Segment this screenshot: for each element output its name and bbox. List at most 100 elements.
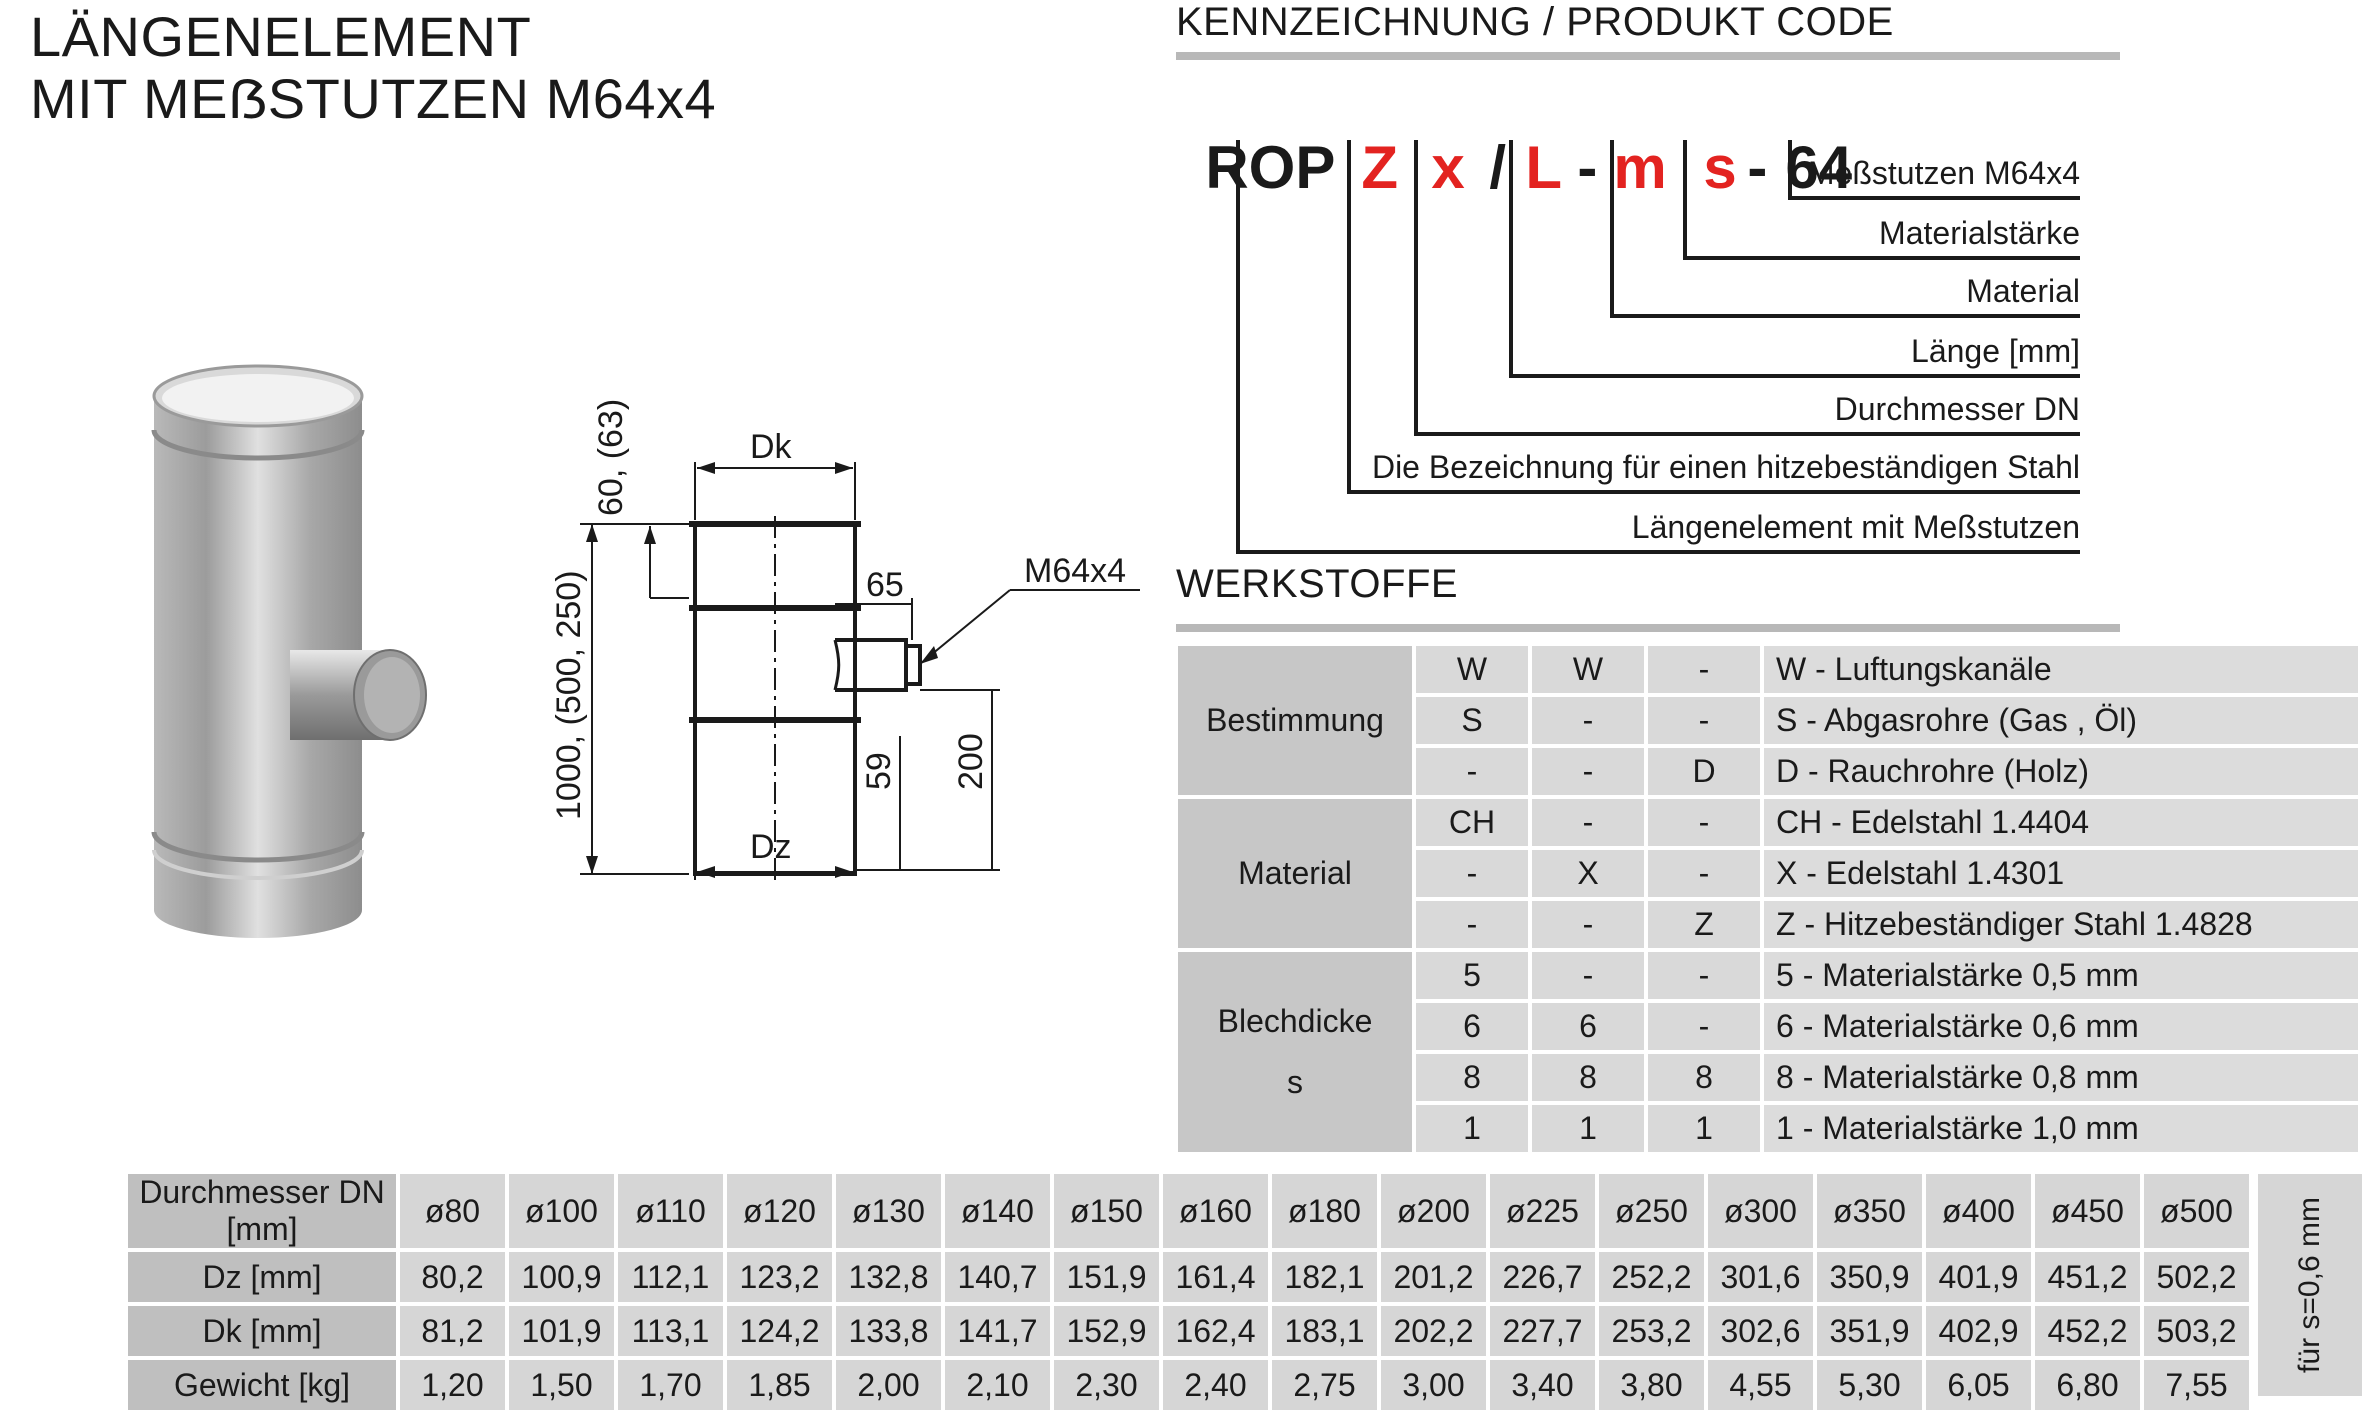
dimension-cell: 2,00 [836,1360,941,1410]
diameter-header: ø225 [1490,1174,1595,1248]
material-code-cell: W [1416,646,1528,693]
dimension-cell: 162,4 [1163,1306,1268,1356]
code-part-64: 64 [1785,134,1853,201]
dimension-cell: 80,2 [400,1252,505,1302]
dim-65-label: 65 [866,566,904,604]
group-name: Blechdicke [1217,1003,1373,1039]
thickness-note: für s=0,6 mm [2258,1174,2362,1396]
group-name: Material [1238,855,1352,891]
legend-laengenelement: Längenelement mit Meßstutzen [1631,509,2080,545]
dimension-cell: 301,6 [1708,1252,1813,1302]
title-line-2: MIT MEẞSTUTZEN M64x4 [30,67,717,130]
dimension-cell: 3,00 [1381,1360,1486,1410]
diameter-header: ø400 [1926,1174,2031,1248]
werkstoffe-heading: WERKSTOFFE [1176,562,1459,606]
diameter-header: ø300 [1708,1174,1813,1248]
dimension-cell: 7,55 [2144,1360,2249,1410]
diameter-header: ø140 [945,1174,1050,1248]
material-description: D - Rauchrohre (Holz) [1764,748,2358,795]
diameter-header: ø250 [1599,1174,1704,1248]
dimension-cell: 253,2 [1599,1306,1704,1356]
material-code-cell: 8 [1416,1054,1528,1101]
material-code-cell: - [1648,1003,1760,1050]
material-code-cell: CH [1416,799,1528,846]
material-code-cell: - [1416,850,1528,897]
group-name: Bestimmung [1206,702,1384,738]
material-code-cell: 1 [1416,1105,1528,1152]
material-description: 1 - Materialstärke 1,0 mm [1764,1105,2358,1152]
diameter-header: ø130 [836,1174,941,1248]
dimension-cell: 350,9 [1817,1252,1922,1302]
material-code-cell: - [1532,952,1644,999]
page-title: LÄNGENELEMENT MIT MEẞSTUTZEN M64x4 [30,6,716,130]
legend-messstutzen: Meßstutzen M64x4 [1807,155,2080,191]
dimension-cell: 227,7 [1490,1306,1595,1356]
dimension-cell: 401,9 [1926,1252,2031,1302]
dimension-cell: 4,55 [1708,1360,1813,1410]
dimension-cell: 182,1 [1272,1252,1377,1302]
dimension-cell: 252,2 [1599,1252,1704,1302]
dim-200-label: 200 [952,733,990,790]
dimension-cell: 2,40 [1163,1360,1268,1410]
dim-dz-label: Dz [750,828,792,866]
dimension-cell: 112,1 [618,1252,723,1302]
pipe-illustration [151,364,427,938]
dimension-cell: 5,30 [1817,1360,1922,1410]
code-part-dash-2: - [1747,134,1768,201]
dimension-cell: 183,1 [1272,1306,1377,1356]
code-part-slash: / [1489,134,1507,201]
dimension-cell: 161,4 [1163,1252,1268,1302]
diameter-header: ø110 [618,1174,723,1248]
material-code-cell: - [1532,901,1644,948]
material-description: W - Luftungskanäle [1764,646,2358,693]
thread-label: M64x4 [1024,552,1126,590]
diameter-header-label: Durchmesser DN [mm] [128,1174,396,1248]
material-code-cell: 6 [1532,1003,1644,1050]
material-description: X - Edelstahl 1.4301 [1764,850,2358,897]
dimension-cell: 113,1 [618,1306,723,1356]
diameter-header: ø180 [1272,1174,1377,1248]
dimension-cell: 101,9 [509,1306,614,1356]
material-code-cell: 6 [1416,1003,1528,1050]
material-code-cell: 8 [1532,1054,1644,1101]
dimension-cell: 402,9 [1926,1306,2031,1356]
dimension-cell: 202,2 [1381,1306,1486,1356]
dimension-cell: 1,50 [509,1360,614,1410]
material-code-cell: S [1416,697,1528,744]
material-code-cell: 8 [1648,1054,1760,1101]
dimension-cell: 2,10 [945,1360,1050,1410]
dimension-cell: 3,80 [1599,1360,1704,1410]
legend-laenge: Länge [mm] [1911,333,2080,369]
dimension-cell: 3,40 [1490,1360,1595,1410]
dimension-cell: 226,7 [1490,1252,1595,1302]
diameter-header: ø150 [1054,1174,1159,1248]
dimension-cell: 1,85 [727,1360,832,1410]
dimension-cell: 452,2 [2035,1306,2140,1356]
dimension-cell: 6,80 [2035,1360,2140,1410]
dim-59-label: 59 [860,752,898,790]
dim-dk-label: Dk [750,428,793,466]
material-code-cell: D [1648,748,1760,795]
code-part-z: Z [1361,134,1398,201]
legend-materialstaerke: Materialstärke [1879,215,2080,251]
dimension-row-label: Gewicht [kg] [128,1360,396,1410]
dim-length-label: 1000, (500, 250) [550,570,588,820]
dim-top-label: 60, (63) [592,399,630,516]
dimension-cell: 302,6 [1708,1306,1813,1356]
dimension-arrows [586,462,938,878]
dimension-cell: 124,2 [727,1306,832,1356]
dimension-cell: 123,2 [727,1252,832,1302]
diameter-header: ø160 [1163,1174,1268,1248]
dimension-cell: 451,2 [2035,1252,2140,1302]
material-description: 6 - Materialstärke 0,6 mm [1764,1003,2358,1050]
